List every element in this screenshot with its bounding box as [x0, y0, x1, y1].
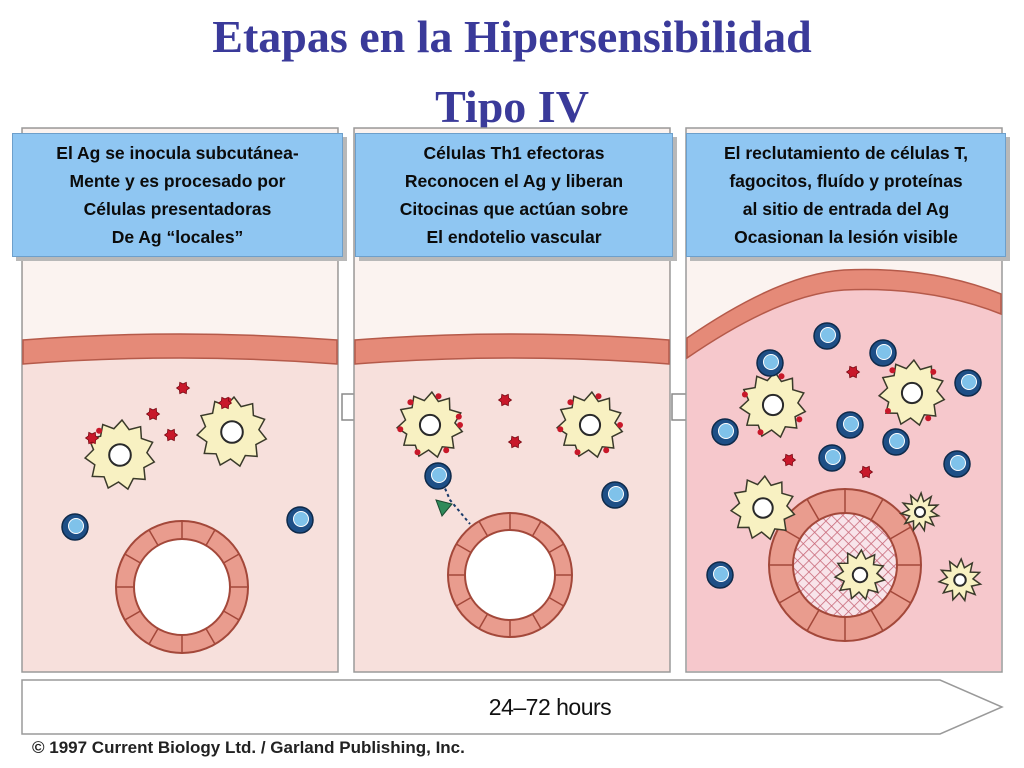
panel-2-blood-vessel — [448, 513, 572, 637]
apc-nucleus — [902, 383, 922, 403]
t-cell — [712, 419, 738, 445]
t-cell — [287, 507, 313, 533]
t-cell-nucleus — [951, 456, 966, 471]
vessel-lumen — [134, 539, 230, 635]
bound-antigen-dot — [742, 391, 748, 397]
caption-3-line-2: fagocitos, fluído y proteínas — [729, 167, 962, 195]
apc-nucleus — [954, 574, 966, 586]
bound-antigen-dot — [617, 422, 623, 428]
bound-antigen-dot — [443, 447, 449, 453]
caption-3-line-1: El reclutamiento de células T, — [724, 139, 968, 167]
bound-antigen-dot — [397, 426, 403, 432]
bound-antigen-dot — [925, 415, 931, 421]
caption-2-line-2: Reconocen el Ag y liberan — [405, 167, 623, 195]
apc-nucleus — [109, 444, 131, 466]
t-cell-nucleus — [764, 355, 779, 370]
t-cell-nucleus — [714, 567, 729, 582]
t-cell-nucleus — [294, 512, 309, 527]
caption-2-line-1: Células Th1 efectoras — [424, 139, 605, 167]
bound-antigen-dot — [885, 408, 891, 414]
bound-antigen-dot — [596, 393, 602, 399]
t-cell-nucleus — [826, 450, 841, 465]
t-cell — [707, 562, 733, 588]
t-cell-nucleus — [877, 345, 892, 360]
bound-antigen-dot — [557, 426, 563, 432]
t-cell — [425, 463, 451, 489]
t-cell-nucleus — [69, 519, 84, 534]
panel-1-blood-vessel — [116, 521, 248, 653]
t-cell — [883, 429, 909, 455]
copyright-notice: © 1997 Current Biology Ltd. / Garland Pu… — [32, 738, 465, 758]
caption-stage-1: El Ag se inocula subcutánea- Mente y es … — [12, 133, 343, 257]
apc-nucleus — [420, 415, 440, 435]
caption-2-line-3: Citocinas que actúan sobre — [400, 195, 629, 223]
t-cell — [837, 412, 863, 438]
t-cell-nucleus — [432, 468, 447, 483]
caption-1-line-4: De Ag “locales” — [112, 223, 244, 251]
bound-antigen-dot — [575, 449, 581, 455]
apc-nucleus — [763, 395, 783, 415]
bound-antigen-dot — [415, 449, 421, 455]
bound-antigen-dot — [457, 422, 463, 428]
t-cell-nucleus — [821, 328, 836, 343]
bound-antigen-dot — [930, 369, 936, 375]
apc-nucleus — [853, 568, 867, 582]
t-cell — [602, 482, 628, 508]
t-cell-nucleus — [719, 424, 734, 439]
caption-3-line-3: al sitio de entrada del Ag — [743, 195, 949, 223]
t-cell — [955, 370, 981, 396]
apc-nucleus — [753, 498, 772, 517]
bound-antigen-dot — [407, 399, 413, 405]
t-cell-nucleus — [890, 434, 905, 449]
t-cell — [819, 445, 845, 471]
apc-nucleus — [221, 421, 243, 443]
bound-antigen-dot — [758, 429, 764, 435]
caption-1-line-1: El Ag se inocula subcutánea- — [56, 139, 298, 167]
caption-stage-3: El reclutamiento de células T, fagocitos… — [686, 133, 1006, 257]
caption-1-line-2: Mente y es procesado por — [70, 167, 286, 195]
bound-antigen-dot — [889, 367, 895, 373]
vessel-lumen — [465, 530, 555, 620]
t-cell-nucleus — [844, 417, 859, 432]
bound-antigen-dot — [603, 447, 609, 453]
bound-antigen-dot — [567, 399, 573, 405]
t-cell — [944, 451, 970, 477]
caption-stage-2: Células Th1 efectoras Reconocen el Ag y … — [355, 133, 673, 257]
apc-nucleus — [580, 415, 600, 435]
t-cell — [757, 350, 783, 376]
timeline-label: 24–72 hours — [250, 694, 850, 721]
apc-nucleus — [915, 507, 925, 517]
caption-3-line-4: Ocasionan la lesión visible — [734, 223, 958, 251]
bound-antigen-dot — [436, 393, 442, 399]
t-cell — [870, 340, 896, 366]
caption-1-line-3: Células presentadoras — [84, 195, 272, 223]
t-cell-nucleus — [609, 487, 624, 502]
t-cell — [62, 514, 88, 540]
bound-antigen-dot — [779, 373, 785, 379]
bound-antigen-dot — [96, 428, 102, 434]
t-cell-nucleus — [962, 375, 977, 390]
t-cell — [814, 323, 840, 349]
bound-antigen-dot — [796, 416, 802, 422]
caption-2-line-4: El endotelio vascular — [426, 223, 601, 251]
bound-antigen-dot — [456, 414, 462, 420]
